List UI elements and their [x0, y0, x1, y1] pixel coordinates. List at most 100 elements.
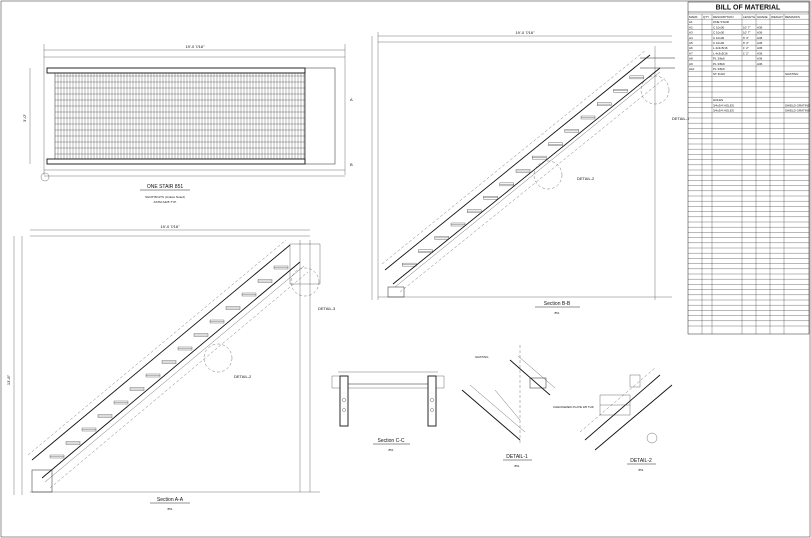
bom-header-cell: REMARKS	[785, 15, 800, 19]
detail-1-note: GRATING	[475, 355, 489, 359]
aa-top-dim: 19'-0 7/16"	[160, 224, 180, 229]
bom-frame	[687, 1, 810, 335]
detail-1-title: DETAIL-1	[506, 454, 528, 460]
bom-cell: PL 3/8x6	[713, 62, 725, 66]
plan-title: ONE STAIR 851	[147, 184, 184, 190]
bom-cell: SHIELD GRATING	[785, 109, 811, 113]
detail-1-chkplate: CHECKERED PLATE 3/8 THK	[553, 405, 594, 409]
bill-of-material-table: BILL OF MATERIAL MARK QTY DESCRIPTION LENGT…	[687, 1, 811, 335]
bom-cell: A6	[689, 46, 693, 50]
bom-cell: A1	[689, 20, 693, 24]
aa-detail-circle-2	[203, 343, 233, 373]
bom-cell: A36	[757, 25, 763, 29]
section-cc-title: Section C-C	[378, 438, 405, 444]
bom-cell: 1' 2"	[743, 51, 749, 55]
bom-cell: A36	[757, 57, 763, 61]
bom-grid	[688, 13, 809, 334]
bom-title: BILL OF MATERIAL	[716, 5, 781, 12]
bom-cell: C 10x30	[713, 41, 725, 45]
plan-landing	[304, 67, 336, 165]
section-aa-title: Section A-A	[157, 497, 184, 503]
plan-stringer-top	[46, 67, 306, 74]
bb-detail-2-tag: DETAIL-2	[577, 176, 595, 181]
plan-section-mark-b: B	[350, 162, 353, 167]
plan-note-2: ASTM A325 TYP.	[153, 200, 176, 204]
bom-cell: SHIELD GRATING	[785, 103, 811, 107]
aa-rise-dim: 13'-8"	[6, 374, 11, 385]
section-cc-view: Section C-C 851	[331, 371, 445, 452]
bb-top-dim: 19'-0 7/16"	[515, 30, 535, 35]
bom-header-cell: LENGTH	[743, 15, 755, 19]
bom-cell: A36	[757, 46, 763, 50]
bom-cell: 3/4x3/4 HOLES	[713, 109, 734, 113]
aa-detail-2-tag: DETAIL-2	[234, 374, 252, 379]
bom-cell: A9	[689, 62, 693, 66]
bom-cell: 10' 7"	[743, 31, 750, 35]
aa-detail-3-tag: DETAIL-3	[318, 306, 336, 311]
bom-header-cell: DESCRIPTION	[713, 15, 734, 19]
section-bb-view: 19'-0 7/16" DETAIL-1 DETAIL-2 Section B-…	[371, 30, 690, 315]
section-bb-ref: 851	[554, 311, 559, 315]
bom-header-cell: WEIGHT	[771, 15, 783, 19]
plan-callout-circle	[40, 172, 50, 182]
bom-header-cell: MARK	[689, 15, 698, 19]
bom-cell: A36	[757, 36, 763, 40]
bb-detail-circle-2	[533, 160, 563, 190]
bom-cell: C 10x30	[713, 31, 725, 35]
bom-cell: GRATING	[785, 72, 799, 76]
bom-cell: A7	[689, 51, 693, 55]
bom-cell: A36	[757, 31, 763, 35]
bom-cell: A3	[689, 31, 693, 35]
bom-cell: C 10x30	[713, 25, 725, 29]
section-bb-title: Section B-B	[544, 301, 571, 307]
bb-stringer-lower	[392, 67, 661, 285]
plan-stringer-bottom	[46, 158, 306, 165]
section-aa-ref: 851	[167, 507, 172, 511]
bom-cell: ST 3/4x6	[713, 72, 725, 76]
bom-cell: 10' 7"	[743, 25, 750, 29]
bom-header-cell: QTY	[703, 15, 709, 19]
stair-plan-view: 19'-0 7/16" 3'-0" A B ONE STAIR 851 SHOP…	[22, 44, 353, 204]
bom-cell: A10	[689, 67, 695, 71]
section-cc-ref: 851	[388, 448, 393, 452]
plan-grating	[54, 72, 306, 160]
detail-1-ref: 851	[514, 464, 519, 468]
section-aa-view: 19'-0 7/16" 13'-8" DETAIL-3 DETAIL-2 Sec…	[6, 224, 336, 511]
bom-cell: PL 3/8x6	[713, 57, 725, 61]
bom-cell: A5	[689, 41, 693, 45]
bom-cell: ONE STAIR	[713, 20, 730, 24]
bom-cell: A36	[757, 51, 763, 55]
aa-detail-circle-3	[290, 267, 320, 297]
bom-cell: L 4x3x5/16	[713, 46, 728, 50]
bb-treads	[402, 75, 644, 267]
detail-2-title: DETAIL-2	[630, 458, 652, 464]
plan-overall-dim: 19'-0 7/16"	[185, 44, 205, 49]
plan-section-mark-a: A	[350, 97, 353, 102]
bom-cell: A8	[689, 57, 693, 61]
bb-detail-1-tag: DETAIL-1	[672, 116, 690, 121]
plan-note-1: SHOP BOLTS (Unless Noted)	[145, 195, 185, 199]
bom-cell: A2	[689, 25, 693, 29]
bom-cell: PL 3/8x6	[713, 67, 725, 71]
bb-detail-circle-1	[640, 75, 670, 105]
bb-stringer-upper	[384, 54, 651, 271]
aa-treads	[49, 265, 289, 459]
bom-cell: 3/4x3/4 HOLES	[713, 103, 734, 107]
bom-cell: HOLES	[713, 98, 723, 102]
bom-cell: C 10x30	[713, 36, 725, 40]
plan-width-dim: 3'-0"	[22, 113, 27, 122]
bom-cell: L 4x3x5/16	[713, 51, 728, 55]
bom-cell: 6' 3"	[743, 41, 749, 45]
detail-2-view: DETAIL-2 851	[579, 367, 673, 472]
aa-stringer-upper	[31, 244, 291, 461]
detail-1-view: GRATING CHECKERED PLATE 3/8 THK DETAIL-1…	[461, 345, 594, 468]
bom-cell: A4	[689, 36, 693, 40]
bom-cell: A36	[757, 62, 763, 66]
bom-cell: 1' 2"	[743, 46, 749, 50]
bom-cell: A36	[757, 41, 763, 45]
bom-header-cell: GRADE	[757, 15, 768, 19]
aa-stringer-lower	[41, 261, 301, 479]
